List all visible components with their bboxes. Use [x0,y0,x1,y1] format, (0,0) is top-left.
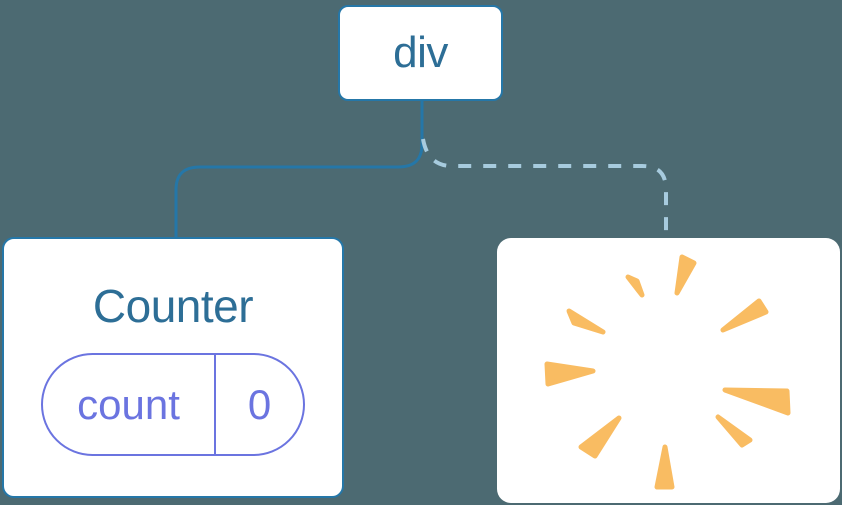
tree-node-counter: Counter count 0 [2,237,344,498]
state-pill-key: count [77,380,180,428]
counter-state-pill: count 0 [41,353,305,456]
state-pill-divider [214,355,216,454]
starburst-icon [544,254,791,490]
state-pill-value: 0 [247,380,272,428]
connector-solid-left [174,101,424,238]
counter-node-title: Counter [92,280,254,332]
tree-node-div: div [338,5,503,101]
tree-node-destroyed [497,238,840,503]
root-node-label: div [393,28,448,77]
connector-dashed-right [421,138,668,238]
